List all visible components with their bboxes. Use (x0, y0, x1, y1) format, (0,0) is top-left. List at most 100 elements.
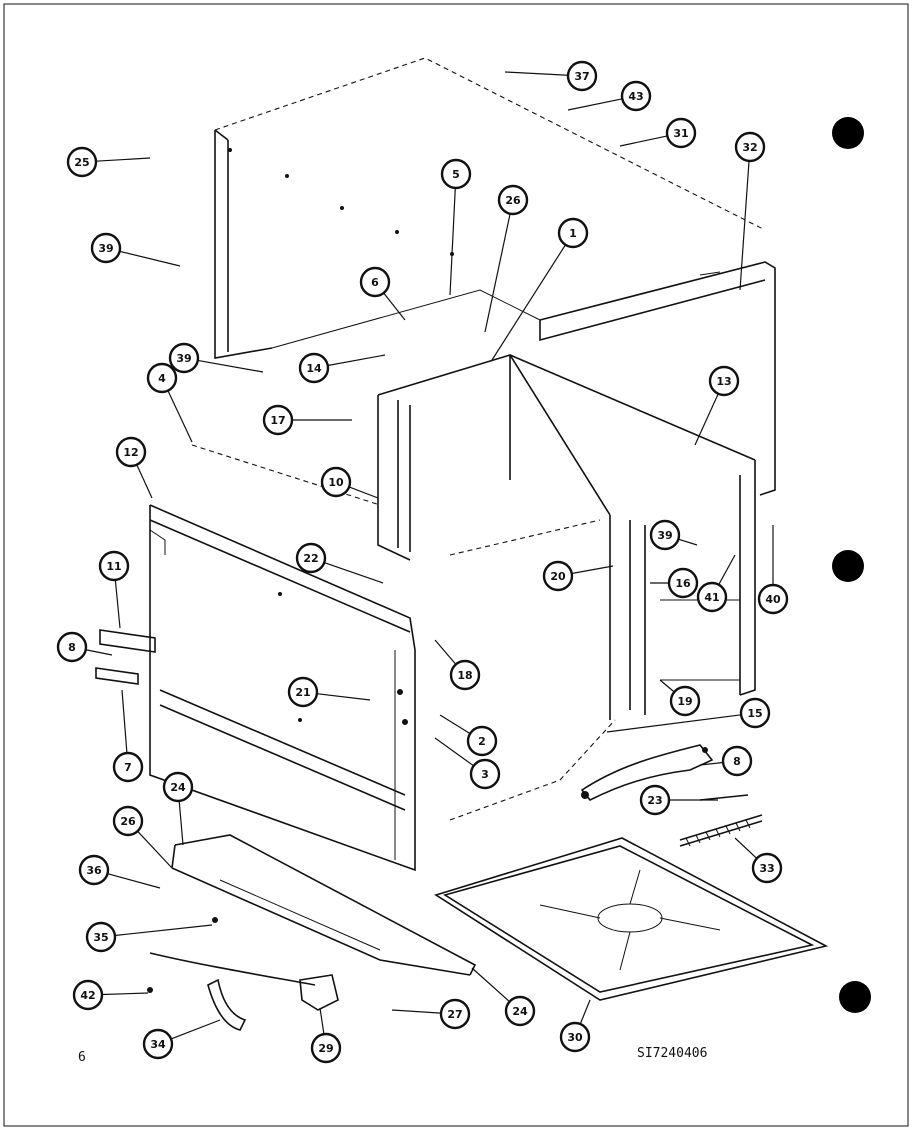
callout-label: 20 (550, 570, 566, 583)
callout-circle (85, 921, 117, 953)
callout-circle (449, 659, 481, 691)
callout-1: 1 (557, 217, 589, 249)
leader-line-21 (316, 693, 371, 701)
callout-label: 11 (106, 560, 121, 573)
leader-line-13 (694, 393, 719, 446)
callout-39: 39 (168, 342, 200, 374)
callout-label: 7 (124, 761, 132, 774)
callout-circle (559, 1021, 591, 1053)
callout-circle (757, 583, 789, 615)
callout-39: 39 (649, 519, 681, 551)
leader-line-42 (101, 992, 149, 996)
leader-line-24 (471, 967, 510, 1003)
door-spring (679, 814, 763, 847)
callout-41: 41 (696, 581, 728, 613)
callout-circle (440, 158, 472, 190)
callout-8: 8 (56, 631, 88, 663)
callout-label: 19 (677, 695, 692, 708)
callout-34: 34 (142, 1028, 174, 1060)
leader-line-41 (718, 554, 736, 586)
callout-circle (639, 784, 671, 816)
leader-line-20 (571, 565, 614, 575)
front-frame (149, 504, 416, 872)
leader-line-7 (121, 689, 128, 754)
callout-33: 33 (751, 852, 783, 884)
hinge-arm (580, 744, 714, 802)
bottom-bracket (147, 834, 477, 993)
callout-circle (66, 146, 98, 178)
leader-line-22 (324, 562, 384, 584)
callout-label: 43 (628, 90, 643, 103)
leader-line-26 (137, 830, 173, 869)
callout-label: 1 (569, 227, 577, 240)
leader-line-19 (659, 679, 675, 693)
page-border (3, 3, 909, 1127)
binder-hole-top (832, 117, 864, 149)
callout-label: 26 (505, 194, 521, 207)
callout-30: 30 (559, 1021, 591, 1053)
callout-circle (262, 404, 294, 436)
callout-circle (734, 131, 766, 163)
callout-circle (466, 725, 498, 757)
callout-circle (90, 232, 122, 264)
leader-line-3 (434, 737, 474, 767)
leader-line-36 (107, 873, 161, 889)
callout-16: 16 (667, 567, 699, 599)
callout-circle (708, 365, 740, 397)
callout-circle (115, 436, 147, 468)
callout-17: 17 (262, 404, 294, 436)
leader-line-34 (170, 1019, 221, 1040)
callout-10: 10 (320, 466, 352, 498)
callout-18: 18 (449, 659, 481, 691)
leader-line-14 (327, 354, 386, 367)
callout-label: 25 (74, 156, 89, 169)
callout-circle (146, 362, 178, 394)
callout-label: 26 (120, 815, 136, 828)
callout-circle (739, 697, 771, 729)
trim-strip (95, 629, 156, 685)
callout-label: 6 (371, 276, 379, 289)
callout-20: 20 (542, 560, 574, 592)
callout-29: 29 (310, 1032, 342, 1064)
callout-7: 7 (112, 751, 144, 783)
callout-circle (298, 352, 330, 384)
callout-circle (112, 751, 144, 783)
leader-line-15 (606, 714, 742, 733)
callout-label: 32 (742, 141, 757, 154)
leader-line-39 (119, 250, 181, 267)
callout-35: 35 (85, 921, 117, 953)
callout-label: 21 (295, 686, 310, 699)
callout-label: 13 (716, 375, 731, 388)
leader-line-32 (739, 160, 750, 291)
callout-circle (287, 676, 319, 708)
leader-line-35 (114, 924, 213, 937)
callout-circle (78, 854, 110, 886)
leader-line-4 (167, 390, 193, 443)
callout-circle (469, 758, 501, 790)
callout-label: 39 (176, 352, 191, 365)
callout-label: 36 (86, 864, 102, 877)
callout-circle (649, 519, 681, 551)
callout-label: 3 (481, 768, 489, 781)
callout-40: 40 (757, 583, 789, 615)
callout-14: 14 (298, 352, 330, 384)
wire-harness (149, 952, 339, 1031)
callout-21: 21 (287, 676, 319, 708)
callout-circle (721, 745, 753, 777)
callout-3: 3 (469, 758, 501, 790)
callout-label: 18 (457, 669, 472, 682)
callout-label: 2 (478, 735, 486, 748)
callout-39: 39 (90, 232, 122, 264)
callout-label: 8 (68, 641, 76, 654)
callout-circle (98, 550, 130, 582)
callout-label: 12 (123, 446, 138, 459)
leader-line-27 (391, 1009, 442, 1014)
callout-42: 42 (72, 979, 104, 1011)
callout-label: 24 (170, 781, 186, 794)
callout-label: 22 (303, 552, 318, 565)
leader-line-43 (567, 98, 623, 111)
leader-line-11 (114, 579, 121, 629)
leader-line-18 (434, 639, 457, 665)
callout-label: 23 (647, 794, 662, 807)
